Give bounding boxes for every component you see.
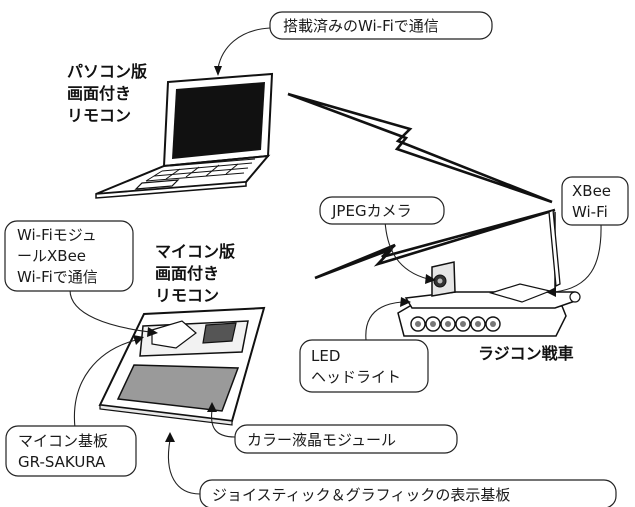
laptop-illustration (95, 72, 274, 199)
arrowhead-lcd-module (207, 402, 217, 412)
arrowhead-joystick-board (165, 432, 175, 442)
svg-text:ジョイスティック＆グラフィックの表示基板: ジョイスティック＆グラフィックの表示基板 (212, 486, 510, 504)
title-pc-remote: パソコン版 画面付き リモコン (67, 62, 147, 125)
svg-text:JPEGカメラ: JPEGカメラ (331, 202, 412, 220)
svg-text:Wi-Fiモジュ: Wi-Fiモジュ (17, 226, 97, 244)
svg-text:ールXBee: ールXBee (17, 247, 86, 265)
svg-text:カラー液晶モジュール: カラー液晶モジュール (247, 431, 396, 449)
leader-onboard-wifi (217, 27, 271, 69)
svg-text:パソコン版: パソコン版 (67, 62, 147, 81)
callout-mcu-board: マイコン基板 GR-SAKURA (5, 425, 137, 477)
arrowhead-onboard-wifi (214, 66, 222, 76)
title-rc-tank: ラジコン戦車 (478, 344, 574, 363)
svg-text:搭載済みのWi-Fiで通信: 搭載済みのWi-Fiで通信 (283, 17, 439, 35)
arrowhead-jpeg-camera (425, 274, 436, 284)
callout-jpeg-camera: JPEGカメラ (319, 196, 445, 225)
callout-wifi-module: Wi-Fiモジュ ールXBee Wi-Fiで通信 (4, 220, 134, 292)
svg-text:XBee: XBee (572, 182, 611, 200)
callout-onboard-wifi: 搭載済みのWi-Fiで通信 (269, 11, 493, 40)
arrowhead-wifi-module (147, 327, 158, 337)
leader-xbee-wifi (553, 223, 602, 293)
svg-text:リモコン: リモコン (67, 106, 131, 125)
svg-text:ヘッドライト: ヘッドライト (311, 368, 401, 386)
title-mcu-remote: マイコン版 画面付き リモコン (155, 242, 235, 305)
callout-xbee-wifi: XBee Wi-Fi (561, 176, 629, 226)
mcu-remote-illustration (98, 306, 266, 426)
svg-text:LED: LED (311, 347, 340, 365)
tank-illustration (397, 208, 581, 337)
leader-joystick-board (167, 439, 201, 495)
callout-led-headlight: LED ヘッドライト (299, 339, 429, 393)
leader-led-headlight (365, 301, 403, 341)
svg-text:画面付き: 画面付き (67, 84, 131, 103)
svg-text:マイコン基板: マイコン基板 (18, 432, 108, 450)
svg-text:画面付き: 画面付き (155, 264, 219, 283)
leader-lcd-module (211, 409, 236, 438)
arrowhead-led-headlight (400, 297, 411, 307)
wireless-link-laptop-tank (287, 92, 553, 204)
wireless-link-remote-tank (314, 208, 556, 280)
svg-text:リモコン: リモコン (155, 286, 219, 305)
svg-text:マイコン版: マイコン版 (155, 242, 235, 261)
svg-text:Wi-Fi: Wi-Fi (572, 203, 608, 221)
callout-lcd-module: カラー液晶モジュール (234, 424, 458, 454)
leader-jpeg-camera (384, 220, 429, 280)
callout-joystick-board: ジョイスティック＆グラフィックの表示基板 (199, 479, 617, 507)
arrowhead-xbee-wifi (546, 287, 556, 297)
svg-text:GR-SAKURA: GR-SAKURA (18, 453, 106, 471)
arrowhead-mcu-board (133, 335, 144, 345)
svg-text:Wi-Fiで通信: Wi-Fiで通信 (17, 268, 98, 286)
leader-wifi-module (69, 289, 151, 333)
leader-mcu-board (73, 339, 137, 429)
